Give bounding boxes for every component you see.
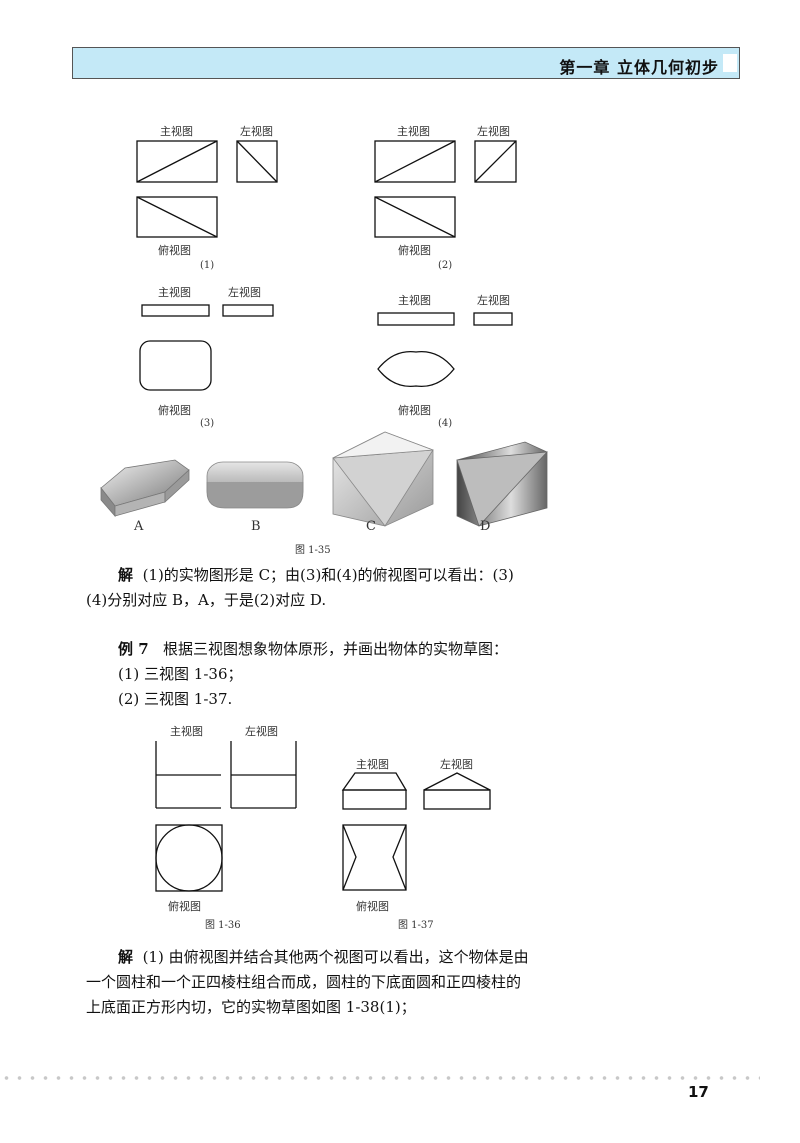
fig136-front-label: 主视图: [170, 725, 203, 738]
p2-side-label: 左视图: [477, 125, 510, 138]
solid-d-label: D: [480, 519, 491, 534]
solution-7-line-1: 解 (1) 由俯视图并结合其他两个视图可以看出，这个物体是由: [118, 945, 529, 969]
figure-1-36-caption: 图 1-36: [205, 920, 241, 931]
p4-number: (4): [438, 418, 453, 429]
solid-d-shape: [456, 441, 548, 527]
solid-b-shape: [206, 461, 304, 509]
p2-front-label: 主视图: [397, 125, 430, 138]
solution-7-text-1: (1) 由俯视图并结合其他两个视图可以看出，这个物体是由: [142, 948, 529, 966]
figure-1-35-caption: 图 1-35: [295, 545, 331, 556]
example-7-item-1: (1) 三视图 1-36；: [118, 665, 243, 683]
p1-number: (1): [200, 260, 215, 271]
solid-c-shape: [332, 431, 434, 527]
solution-7-line-2: 一个圆柱和一个正四棱柱组合而成，圆柱的下底面圆和正四棱柱的: [86, 973, 522, 991]
solution-7-line-3: 上底面正方形内切，它的实物草图如图 1-38(1)；: [86, 998, 416, 1016]
example-7-item-2: (2) 三视图 1-37.: [118, 690, 233, 708]
solid-c-label: C: [366, 519, 376, 534]
solids-illustration: [100, 431, 548, 527]
fig137-front-label: 主视图: [356, 758, 389, 771]
footer-dotted-rule: [0, 1075, 760, 1081]
solution-6-line-2: (4)分别对应 B，A，于是(2)对应 D.: [86, 591, 327, 609]
p4-side-label: 左视图: [477, 294, 510, 307]
p3-top-label: 俯视图: [158, 404, 191, 417]
solution-6-lead: 解: [118, 566, 134, 584]
p1-front-label: 主视图: [160, 125, 193, 138]
fig137-side-label: 左视图: [440, 758, 473, 771]
solution-6-text-1: (1)的实物图形是 C；由(3)和(4)的俯视图可以看出：(3): [142, 566, 514, 584]
p2-three-view-drawing: [374, 140, 517, 238]
fig137-three-view-drawing: [341, 772, 491, 891]
figure-1-37-caption: 图 1-37: [398, 920, 434, 931]
chapter-title: 第一章 立体几何初步: [559, 58, 719, 77]
solution-7-lead: 解: [118, 948, 134, 966]
p4-front-label: 主视图: [398, 294, 431, 307]
p3-front-label: 主视图: [158, 286, 191, 299]
p4-top-label: 俯视图: [398, 404, 431, 417]
fig136-top-label: 俯视图: [168, 900, 201, 913]
example-7-lead: 例 7: [118, 640, 149, 658]
chapter-header-bar: 第一章 立体几何初步: [72, 47, 740, 79]
p2-top-label: 俯视图: [398, 244, 431, 257]
p3-number: (3): [200, 418, 215, 429]
page-number: 17: [688, 1083, 709, 1101]
fig136-side-label: 左视图: [245, 725, 278, 738]
header-corner-square: [723, 54, 737, 72]
p1-top-label: 俯视图: [158, 244, 191, 257]
fig137-top-label: 俯视图: [356, 900, 389, 913]
p2-number: (2): [438, 260, 453, 271]
p3-three-view-drawing: [139, 304, 274, 391]
p1-side-label: 左视图: [240, 125, 273, 138]
p4-three-view-drawing: [377, 312, 513, 388]
solid-b-label: B: [251, 519, 261, 534]
p3-side-label: 左视图: [228, 286, 261, 299]
example-7-line-1: 例 7 根据三视图想象物体原形，并画出物体的实物草图：: [118, 637, 508, 661]
example-7-text-1: 根据三视图想象物体原形，并画出物体的实物草图：: [162, 640, 508, 658]
solid-a-label: A: [134, 519, 144, 534]
solution-6-line-1: 解 (1)的实物图形是 C；由(3)和(4)的俯视图可以看出：(3): [118, 563, 514, 587]
solid-a-shape: [100, 459, 190, 518]
p1-three-view-drawing: [136, 140, 278, 238]
fig136-three-view-drawing: [155, 741, 297, 892]
